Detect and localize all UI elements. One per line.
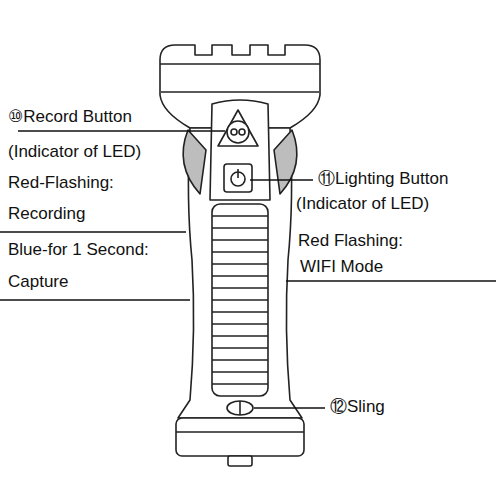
indicator-note: Capture xyxy=(8,273,68,292)
leader-line xyxy=(250,179,313,180)
side-guard xyxy=(183,130,206,194)
indicator-note: Red Flashing: xyxy=(298,232,403,251)
indicator-note: (Indicator of LED) xyxy=(8,143,141,162)
head-rim xyxy=(160,63,320,65)
record-button xyxy=(227,121,249,143)
side-guard xyxy=(274,130,297,194)
separator-line xyxy=(286,280,496,281)
callout-label: ⑩Record Button xyxy=(8,108,132,127)
base-foot xyxy=(228,456,252,466)
record-button-mark xyxy=(231,129,237,135)
callout-label: ⑫Sling xyxy=(330,398,385,417)
indicator-note: (Indicator of LED) xyxy=(296,195,429,214)
sling-loop xyxy=(239,401,241,415)
indicator-note: Red-Flashing: xyxy=(8,174,114,193)
head-rim xyxy=(161,91,319,93)
grip-ridges xyxy=(212,216,268,384)
indicator-note: Recording xyxy=(8,205,86,224)
record-button-frame xyxy=(218,110,258,146)
indicator-note: Blue-for 1 Second: xyxy=(8,241,149,260)
leader-line xyxy=(254,407,325,408)
front-panel xyxy=(210,100,270,200)
lighting-button xyxy=(224,164,252,192)
sling-loop xyxy=(227,401,253,415)
separator-line xyxy=(0,231,186,232)
power-symbol xyxy=(237,169,239,178)
flashlight-body xyxy=(178,128,302,418)
leader-line xyxy=(18,130,225,131)
base-band xyxy=(176,431,304,433)
callout-label: ⑪Lighting Button xyxy=(318,170,448,189)
grip xyxy=(212,204,268,396)
separator-line xyxy=(0,299,190,300)
indicator-note: WIFI Mode xyxy=(300,258,383,277)
flashlight-base xyxy=(176,418,304,456)
record-button-mark xyxy=(239,129,245,135)
